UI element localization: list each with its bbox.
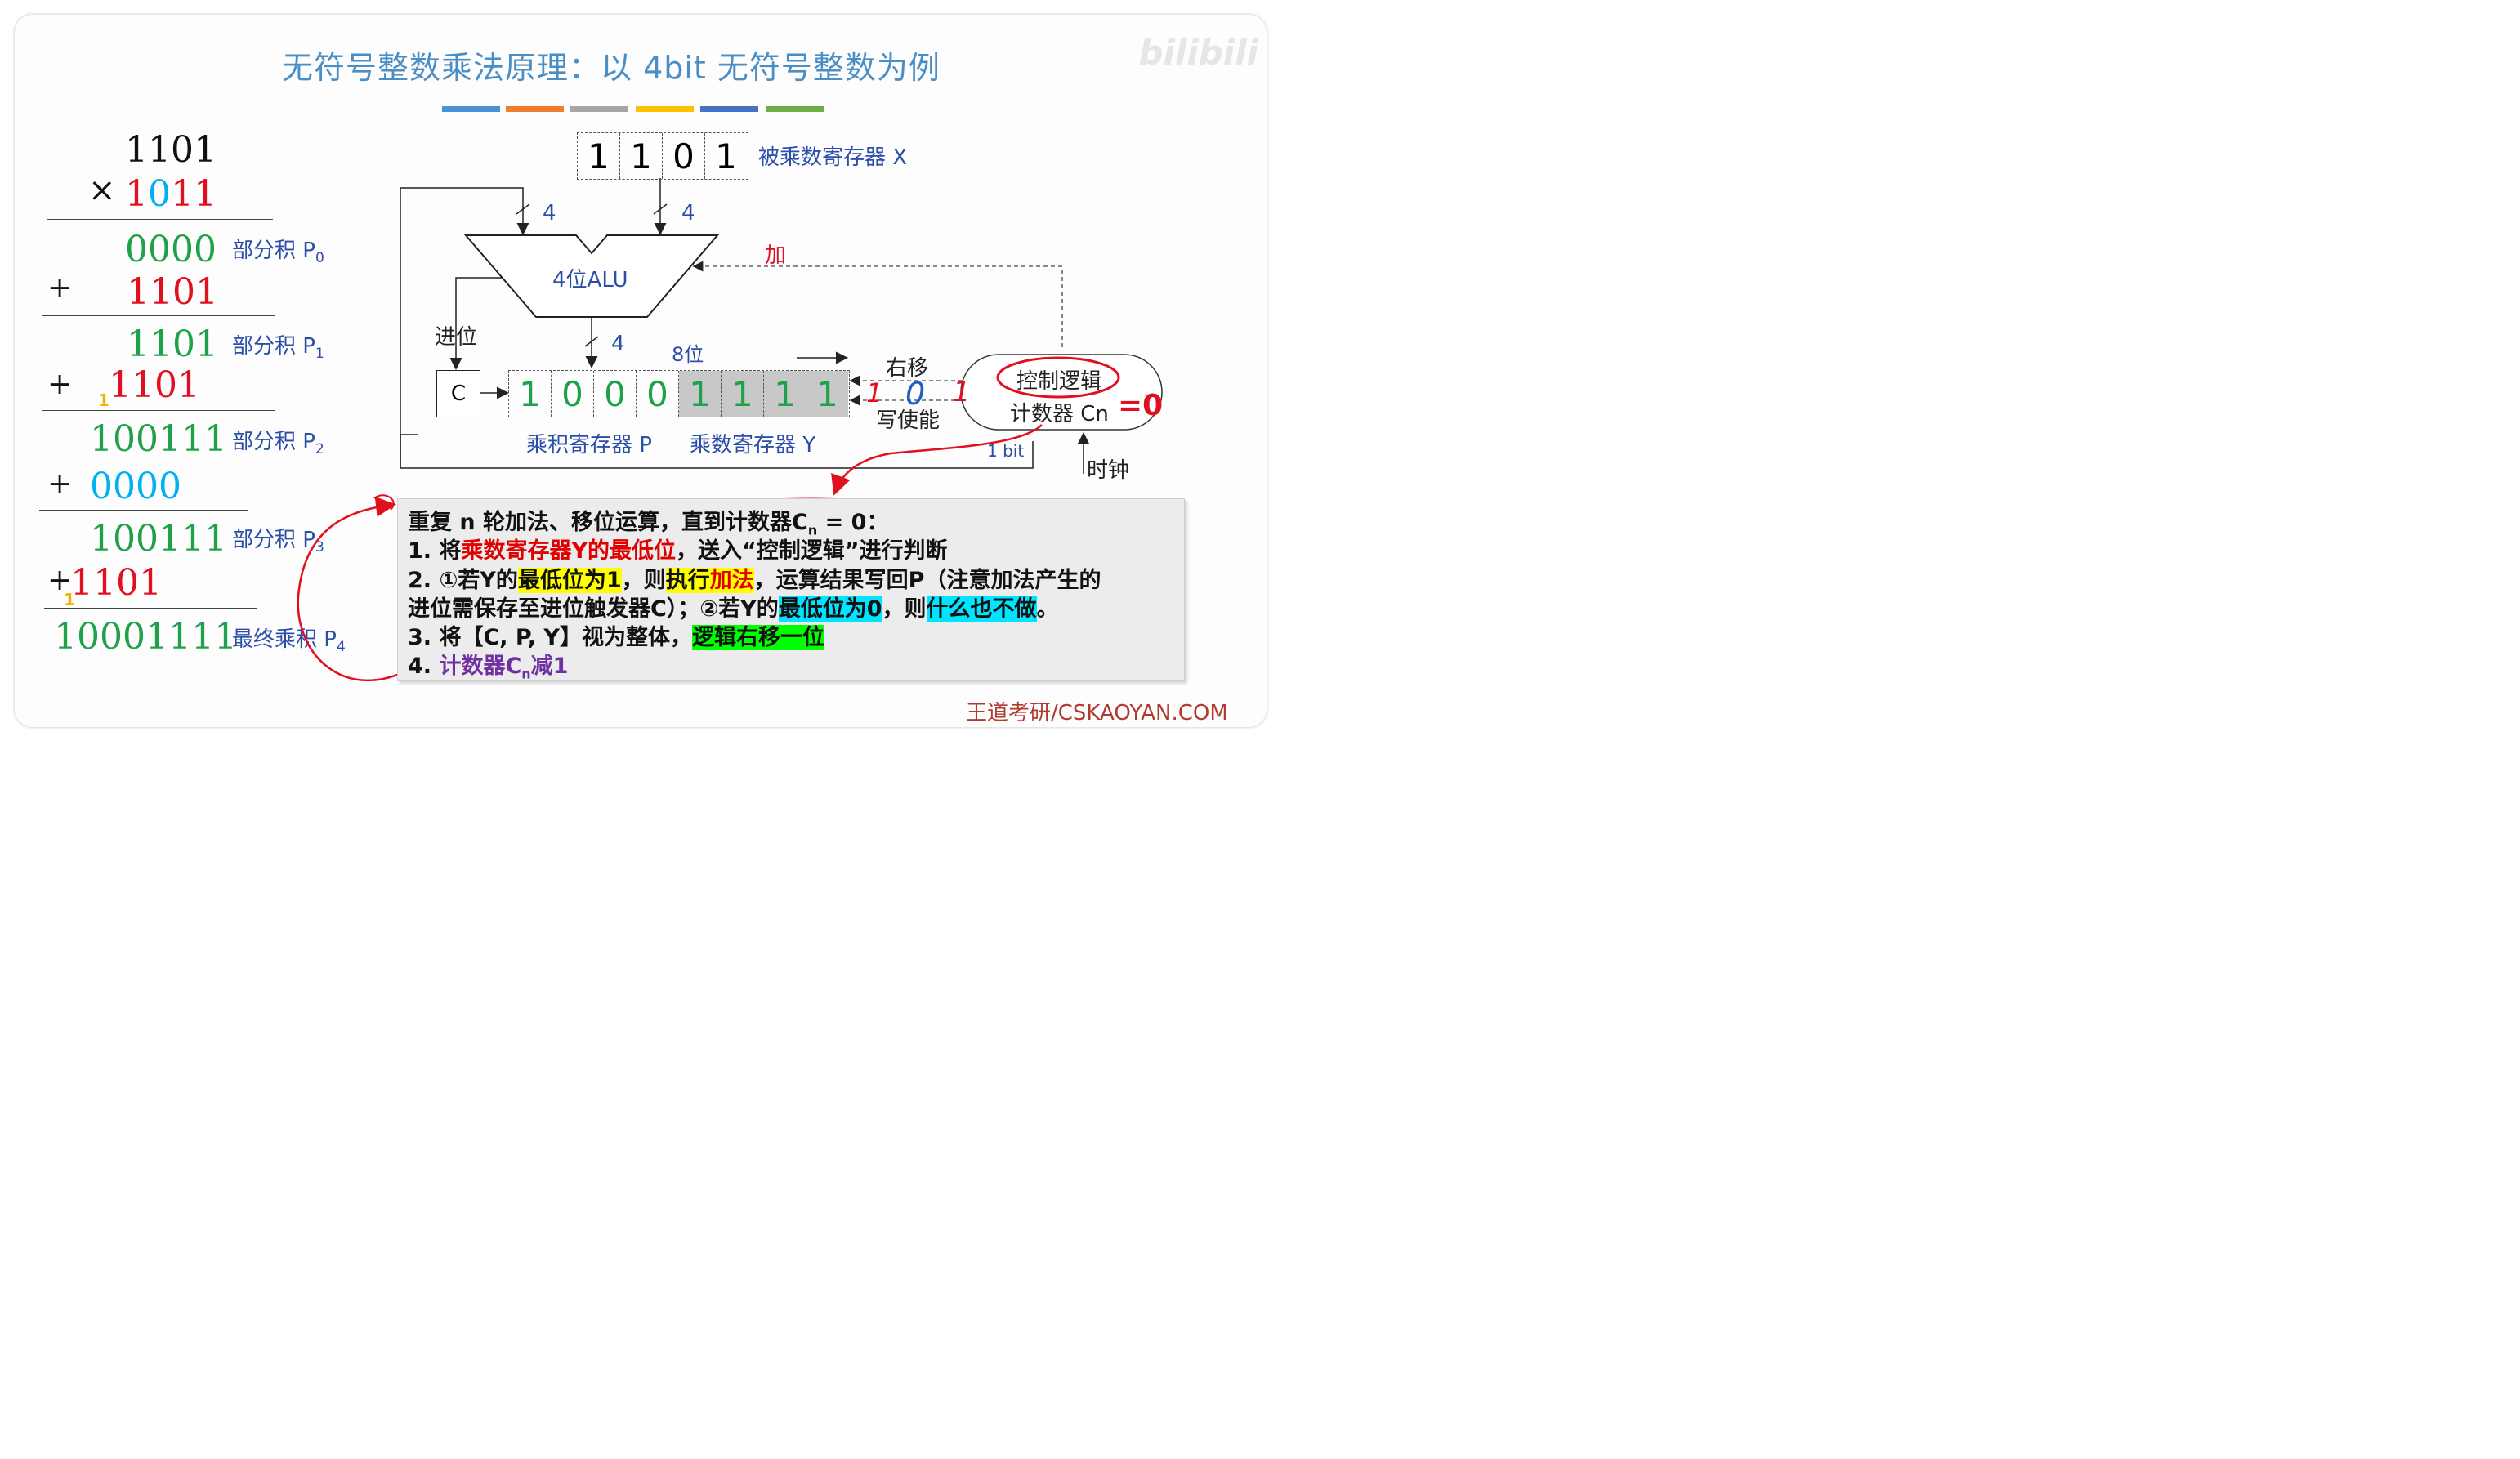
carry-digit: 1 xyxy=(64,590,75,609)
color-bar-3 xyxy=(570,106,628,112)
multiplicand: 1101 xyxy=(125,129,217,171)
bus-width-right: 4 xyxy=(681,201,695,225)
clock-label: 时钟 xyxy=(1087,458,1130,483)
plus-sign: + xyxy=(47,271,73,305)
divider-line xyxy=(42,410,275,411)
plus-sign: + xyxy=(47,564,73,597)
color-bar-6 xyxy=(766,106,824,112)
color-bar-4 xyxy=(636,106,694,112)
x-bit: 1 xyxy=(715,136,737,176)
control-logic-label: 控制逻辑 xyxy=(1016,369,1102,394)
bus-width-out: 4 xyxy=(611,332,625,356)
partial-product-label-0: 部分积 P0 xyxy=(232,239,324,267)
carry-flipflop-c: C xyxy=(436,370,480,417)
control-logic-box xyxy=(960,354,1163,431)
bus-slash xyxy=(584,336,599,347)
plus-sign: + xyxy=(47,467,73,501)
partial-product-0: 0000 xyxy=(125,229,217,270)
p-bit: 0 xyxy=(637,371,679,417)
add-signal-label: 加 xyxy=(765,243,787,268)
p-to-alu-line xyxy=(400,187,529,468)
y-bit: 1 xyxy=(679,371,722,417)
partial-product-label-2: 部分积 P2 xyxy=(232,430,324,458)
bilibili-watermark: bilibili xyxy=(1138,33,1258,73)
y-register-label: 乘数寄存器 Y xyxy=(690,433,816,457)
write-enable-label: 写使能 xyxy=(876,408,941,433)
y-bit: 1 xyxy=(764,371,806,417)
partial-product-1: 1101 xyxy=(127,323,218,365)
divider-line xyxy=(39,510,248,511)
partial-product-label-1: 部分积 P1 xyxy=(232,334,324,363)
repeat-arrow xyxy=(297,496,409,681)
color-bar-2 xyxy=(506,106,564,112)
final-product: 10001111 xyxy=(54,616,237,658)
footer-brand: 王道考研/CSKAOYAN.COM xyxy=(966,701,1228,725)
x-register: 1 1 0 1 xyxy=(577,132,748,180)
y-bit: 1 xyxy=(806,371,848,417)
partial-product-label-3: 部分积 P3 xyxy=(232,528,324,556)
panel-line-4: 3. 将【C, P, Y】视为整体，逻辑右移一位 xyxy=(408,625,824,650)
loop-back-arrow xyxy=(831,424,1043,496)
color-bar-1 xyxy=(442,106,500,112)
addend-3: 0000 xyxy=(90,466,181,507)
panel-line-3: 进位需保存至进位触发器C）；②若Y的最低位为0，则什么也不做。 xyxy=(408,596,1059,622)
plus-sign: + xyxy=(47,368,73,401)
one-bit-label: 1 bit xyxy=(987,441,1025,461)
bus-slash xyxy=(653,203,668,215)
carry-line xyxy=(449,277,502,370)
bus-slash xyxy=(516,203,530,215)
addend-4: 1101 xyxy=(70,562,162,604)
handwritten-digit: 0 xyxy=(905,376,926,412)
multiplier-digit: 0 xyxy=(148,173,171,215)
divider-line xyxy=(47,219,273,220)
multiplier-digit: 1 xyxy=(194,173,217,215)
addend-2: 1101 xyxy=(109,364,200,406)
eight-bit-label: 8位 xyxy=(672,343,704,366)
p-bit: 1 xyxy=(509,371,552,417)
bus-width-left: 4 xyxy=(543,201,556,225)
times-sign: × xyxy=(88,172,116,209)
counter-value: =0 xyxy=(1118,389,1164,422)
panel-line-0: 重复 n 轮加法、移位运算，直到计数器Cn = 0： xyxy=(408,510,889,538)
multiplier-digit: 1 xyxy=(171,173,194,215)
shift-right-label: 右移 xyxy=(886,356,929,381)
control-logic-circle xyxy=(996,356,1120,399)
p-bit: 0 xyxy=(594,371,637,417)
carry-label: 进位 xyxy=(435,325,478,350)
divider-line xyxy=(42,315,275,316)
addend-1: 1101 xyxy=(127,271,218,313)
repeat-arrow-tail xyxy=(373,494,395,511)
alu-shape xyxy=(463,234,720,318)
panel-line-1: 1. 将乘数寄存器Y的最低位，送入“控制逻辑”进行判断 xyxy=(408,538,948,564)
add-control-line xyxy=(692,261,1063,347)
final-product-label: 最终乘积 P4 xyxy=(232,627,346,656)
x-register-label: 被乘数寄存器 X xyxy=(758,145,908,170)
partial-product-3: 100111 xyxy=(90,518,227,560)
multiplier: 1011 xyxy=(125,173,217,215)
p-bit: 0 xyxy=(552,371,594,417)
panel-line-2: 2. ①若Y的最低位为1，则执行加法，运算结果写回P（注意加法产生的 xyxy=(408,568,1101,593)
p-register-label: 乘积寄存器 P xyxy=(526,433,652,457)
y-bit: 1 xyxy=(722,371,764,417)
panel-line-5: 4. 计数器Cn减1 xyxy=(408,654,569,682)
slide-title: 无符号整数乘法原理：以 4bit 无符号整数为例 xyxy=(282,50,941,86)
handwritten-digit: 1 xyxy=(953,376,971,408)
py-register: 1 0 0 0 1 1 1 1 xyxy=(508,370,850,417)
multiplier-digit: 1 xyxy=(125,173,148,215)
x-bit: 1 xyxy=(620,133,663,179)
x-bit: 1 xyxy=(578,133,620,179)
color-bar-5 xyxy=(700,106,758,112)
handwritten-digit: 1 xyxy=(866,377,883,408)
counter-label: 计数器 Cn xyxy=(1010,402,1109,426)
explanation-panel: 重复 n 轮加法、移位运算，直到计数器Cn = 0： 1. 将乘数寄存器Y的最低… xyxy=(397,498,1185,681)
x-bit: 0 xyxy=(663,133,705,179)
hardware-diagram xyxy=(297,178,1163,681)
partial-product-2: 100111 xyxy=(90,418,227,460)
alu-label: 4位ALU xyxy=(552,268,628,292)
carry-digit: 1 xyxy=(98,390,109,410)
divider-line xyxy=(44,608,257,609)
